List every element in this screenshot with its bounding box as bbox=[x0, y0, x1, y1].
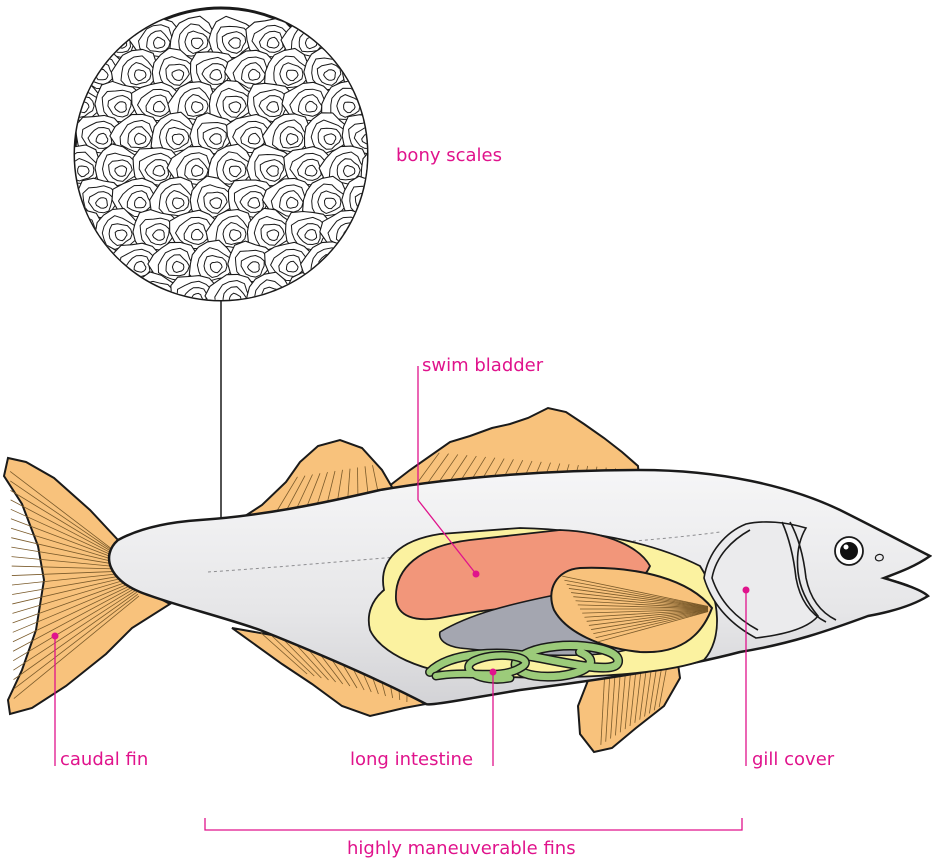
label-fins: highly maneuverable fins bbox=[347, 838, 576, 859]
scale bbox=[57, 16, 105, 62]
label-long-intestine: long intestine bbox=[350, 749, 473, 770]
scale bbox=[376, 50, 425, 93]
scale bbox=[361, 80, 409, 127]
label-bony-scales: bony scales bbox=[396, 145, 502, 166]
label-gill-cover: gill cover bbox=[752, 749, 834, 770]
scales-magnifier bbox=[53, 8, 428, 320]
scale-pattern bbox=[53, 16, 428, 320]
scale bbox=[360, 209, 408, 254]
label-caudal-fin: caudal fin bbox=[60, 749, 148, 770]
eye-pupil bbox=[840, 542, 858, 560]
scale bbox=[94, 273, 142, 318]
scale bbox=[285, 273, 333, 320]
scale bbox=[322, 275, 371, 320]
scale bbox=[361, 18, 409, 64]
scale bbox=[53, 210, 102, 253]
scale bbox=[323, 17, 372, 61]
scale bbox=[379, 179, 428, 224]
scale bbox=[380, 243, 428, 288]
scale bbox=[54, 274, 103, 318]
scale bbox=[343, 241, 391, 285]
scale bbox=[357, 274, 407, 318]
label-swim-bladder: swim bladder bbox=[422, 355, 543, 376]
